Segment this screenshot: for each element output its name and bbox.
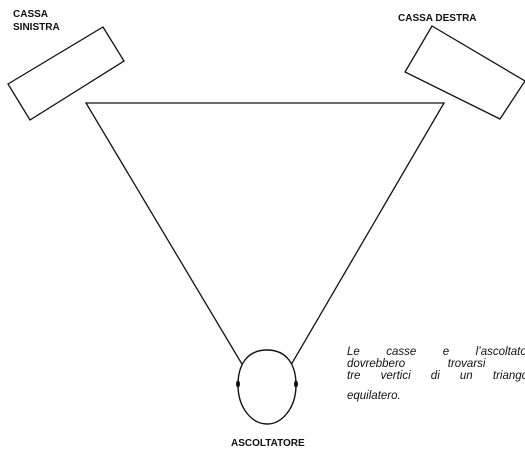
caption-line-1: Le casse e l’ascoltatore (347, 346, 525, 358)
listener-left-ear (236, 380, 240, 388)
left-speaker-box (7, 26, 125, 121)
right-speaker-label: CASSA DESTRA (398, 13, 477, 24)
listener-label: ASCOLTATORE (231, 438, 305, 449)
left-speaker-label: CASSA SINISTRA (13, 8, 60, 34)
placement-triangle (84, 102, 446, 408)
right-speaker-box (404, 25, 525, 120)
listener-right-ear (294, 380, 298, 388)
listener-head (237, 349, 297, 425)
left-speaker-label-line1: CASSA (13, 9, 49, 20)
caption-text: Le casse e l’ascoltatore dovrebbero trov… (347, 346, 525, 402)
caption-line-3: tre vertici di un triangolo (347, 370, 525, 382)
left-speaker-label-line2: SINISTRA (13, 22, 60, 33)
caption-line-2: dovrebbero trovarsi ai (347, 358, 525, 370)
caption-line-4: equilatero. (347, 390, 401, 402)
